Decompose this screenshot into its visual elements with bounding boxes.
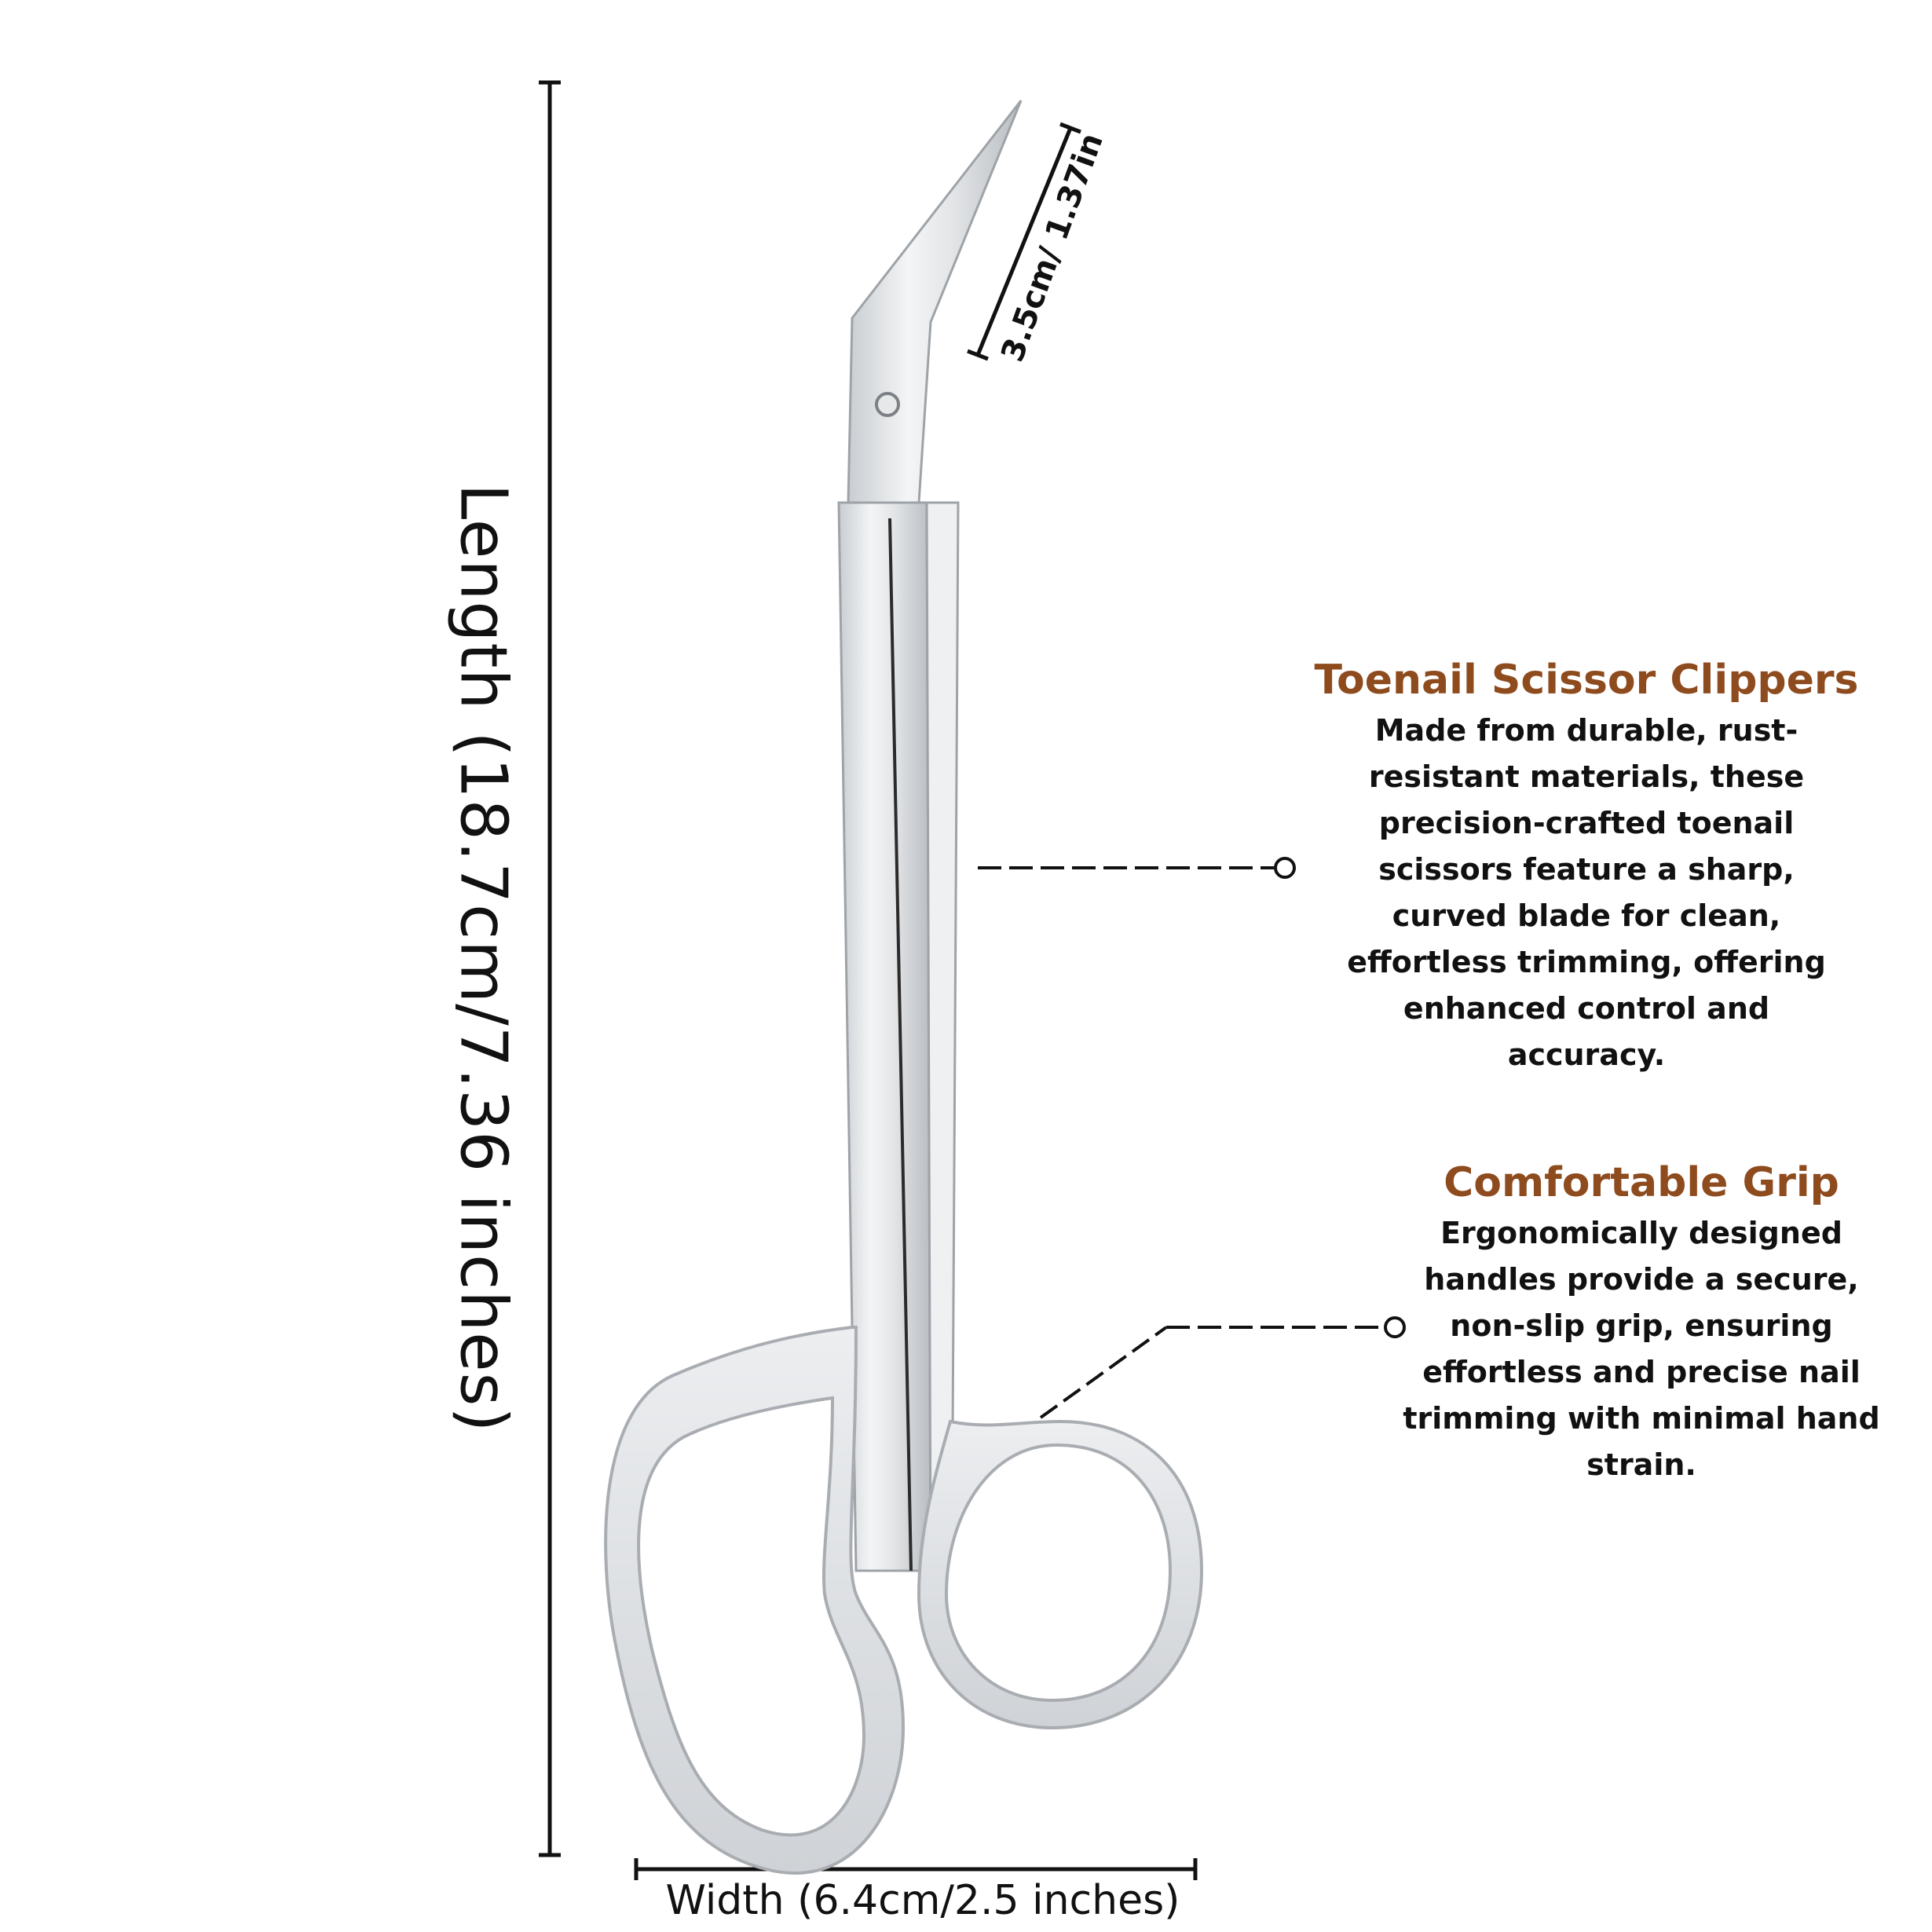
callout-dot-icon	[1384, 1316, 1406, 1338]
feature-comfortable-grip: Comfortable Grip Ergonomically designed …	[1367, 1158, 1916, 1488]
width-label: Width (6.4cm/2.5 inches)	[665, 1877, 1180, 1924]
length-label: Length (18.7cm/7.36 inches)	[445, 483, 521, 1433]
width-dimension-line	[634, 1858, 1198, 1880]
callout-dot-icon	[1274, 857, 1296, 879]
callout-line-2	[1039, 1316, 1406, 1419]
length-dimension-line	[539, 80, 561, 1857]
feature-title: Toenail Scissor Clippers	[1314, 657, 1859, 704]
small-handle-ring	[917, 1419, 1204, 1730]
feature-description: Made from durable, rust- resistant mater…	[1347, 713, 1826, 1073]
large-handle-ring	[604, 1326, 906, 1875]
tip-dimension-line	[967, 122, 1081, 361]
callout-line-1	[978, 857, 1296, 879]
feature-toenail-scissor-clippers: Toenail Scissor Clippers Made from durab…	[1288, 656, 1885, 1078]
feature-description: Ergonomically designed handles provide a…	[1403, 1216, 1880, 1483]
scissors-blades	[837, 100, 1023, 1572]
feature-title: Comfortable Grip	[1444, 1159, 1839, 1206]
